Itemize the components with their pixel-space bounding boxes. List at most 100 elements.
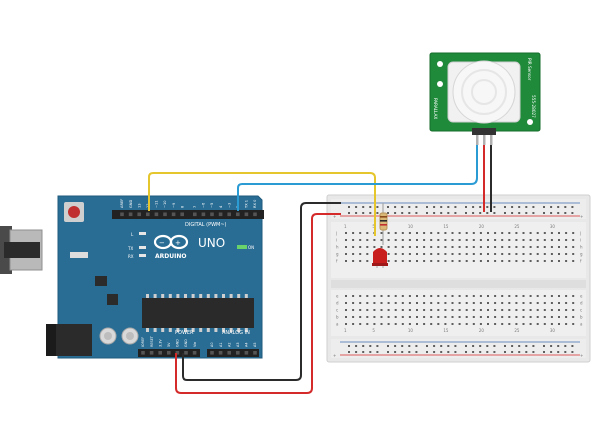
rail-hole[interactable] [454,345,457,347]
strip-hole[interactable] [345,246,347,248]
strip-hole[interactable] [479,239,482,241]
strip-hole[interactable] [515,239,518,241]
strip-hole[interactable] [380,309,383,311]
rail-hole[interactable] [511,345,514,347]
rail-hole[interactable] [401,351,404,353]
strip-hole[interactable] [479,323,482,325]
rail-hole[interactable] [426,345,428,347]
strip-hole[interactable] [558,232,560,234]
strip-hole[interactable] [352,246,355,248]
strip-hole[interactable] [472,309,475,311]
strip-hole[interactable] [508,260,511,262]
strip-hole[interactable] [416,253,418,255]
strip-hole[interactable] [437,323,440,325]
strip-hole[interactable] [522,246,525,248]
strip-hole[interactable] [550,246,553,248]
strip-hole[interactable] [543,260,546,262]
strip-hole[interactable] [401,232,404,234]
strip-hole[interactable] [458,302,461,304]
strip-hole[interactable] [565,246,568,248]
strip-hole[interactable] [543,309,546,311]
strip-hole[interactable] [550,260,553,262]
strip-hole[interactable] [501,295,504,297]
strip-hole[interactable] [458,309,461,311]
rail-hole[interactable] [387,345,389,347]
analog-pin[interactable] [253,351,257,355]
rail-hole[interactable] [355,206,358,208]
rail-hole[interactable] [479,206,482,208]
strip-hole[interactable] [465,302,468,304]
rail-hole[interactable] [486,345,489,347]
strip-hole[interactable] [550,232,553,234]
rail-hole[interactable] [408,345,411,347]
strip-hole[interactable] [550,239,553,241]
strip-hole[interactable] [416,295,418,297]
strip-hole[interactable] [387,309,390,311]
strip-hole[interactable] [536,316,539,318]
strip-hole[interactable] [494,309,497,311]
strip-hole[interactable] [572,232,575,234]
strip-hole[interactable] [565,253,568,255]
rail-hole[interactable] [564,212,567,214]
strip-hole[interactable] [501,302,504,304]
rail-hole[interactable] [472,212,475,214]
rail-hole[interactable] [564,351,567,353]
strip-hole[interactable] [373,316,376,318]
strip-hole[interactable] [380,302,383,304]
strip-hole[interactable] [515,323,518,325]
digital-pin[interactable] [244,212,249,217]
digital-pin[interactable] [253,212,257,217]
rail-hole[interactable] [550,351,553,353]
strip-hole[interactable] [387,323,390,325]
rail-hole[interactable] [415,206,418,208]
strip-hole[interactable] [423,253,426,255]
strip-hole[interactable] [380,323,383,325]
rail-hole[interactable] [550,212,553,214]
resistor[interactable] [379,203,388,245]
strip-hole[interactable] [515,309,518,311]
strip-hole[interactable] [543,302,546,304]
strip-hole[interactable] [408,309,411,311]
strip-hole[interactable] [494,316,497,318]
strip-hole[interactable] [408,316,411,318]
rail-hole[interactable] [543,345,545,347]
strip-hole[interactable] [416,260,418,262]
strip-hole[interactable] [437,316,440,318]
strip-hole[interactable] [380,316,383,318]
rail-hole[interactable] [447,351,450,353]
strip-hole[interactable] [536,232,539,234]
strip-hole[interactable] [394,253,397,255]
rail-hole[interactable] [525,351,528,353]
strip-hole[interactable] [458,246,461,248]
strip-hole[interactable] [430,323,433,325]
strip-hole[interactable] [408,323,411,325]
strip-hole[interactable] [501,309,504,311]
rail-hole[interactable] [408,212,411,214]
rail-hole[interactable] [571,351,574,353]
digital-pin[interactable] [163,212,167,217]
rail-hole[interactable] [394,351,397,353]
rail-hole[interactable] [440,351,443,353]
strip-hole[interactable] [366,232,369,234]
strip-hole[interactable] [558,323,560,325]
strip-hole[interactable] [550,253,553,255]
strip-hole[interactable] [565,295,568,297]
strip-hole[interactable] [408,239,411,241]
rail-hole[interactable] [518,212,521,214]
strip-hole[interactable] [550,302,553,304]
rail-hole[interactable] [440,206,443,208]
strip-hole[interactable] [536,295,539,297]
strip-hole[interactable] [479,246,482,248]
strip-hole[interactable] [522,309,525,311]
strip-hole[interactable] [394,239,397,241]
strip-hole[interactable] [451,323,454,325]
rail-hole[interactable] [355,345,358,347]
strip-hole[interactable] [430,246,433,248]
rail-hole[interactable] [355,212,358,214]
rail-hole[interactable] [408,206,411,208]
strip-hole[interactable] [487,295,489,297]
rail-hole[interactable] [348,206,350,208]
rail-hole[interactable] [369,351,372,353]
strip-hole[interactable] [536,239,539,241]
rail-hole[interactable] [532,351,535,353]
